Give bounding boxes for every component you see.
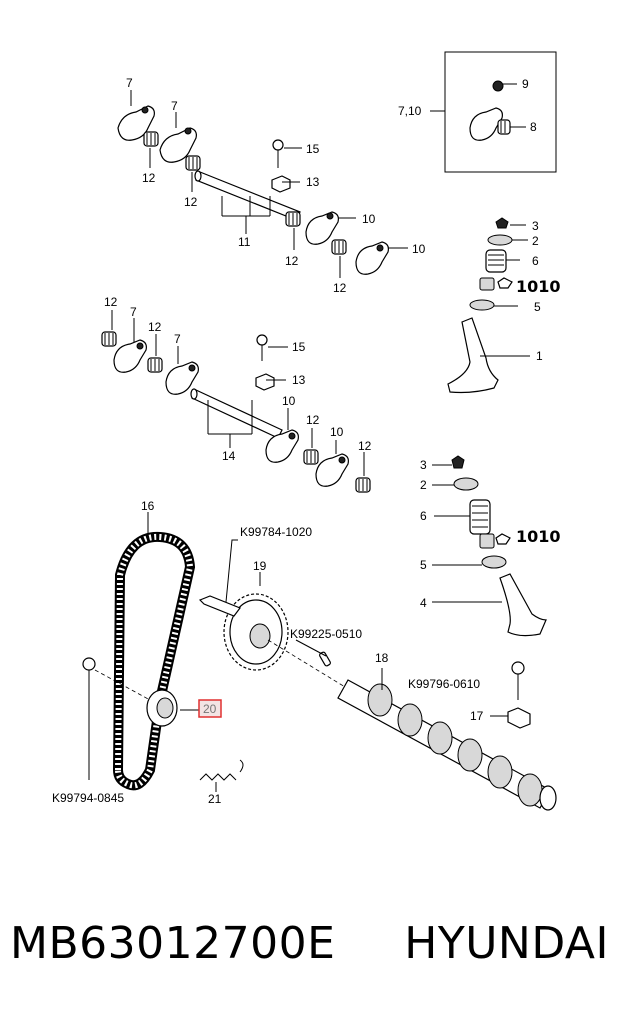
- highlighted-part-callout[interactable]: 20: [198, 699, 222, 718]
- callout-10: 10: [412, 242, 426, 256]
- callout-20: 20: [203, 702, 217, 716]
- callout-21: 21: [208, 792, 222, 806]
- callout-5: 5: [534, 300, 541, 314]
- callout-7-10: 7,10: [398, 104, 422, 118]
- callout-12: 12: [333, 281, 347, 295]
- callout-13: 13: [306, 175, 320, 189]
- upper-valve-assembly: [447, 217, 530, 394]
- callout-1: 1: [536, 349, 543, 363]
- callout-15: 15: [306, 142, 320, 156]
- callout-3: 3: [532, 219, 539, 233]
- callout-5: 5: [420, 558, 427, 572]
- callout-6: 6: [532, 254, 539, 268]
- callout-16: 16: [141, 499, 155, 513]
- callout-10: 10: [330, 425, 344, 439]
- callout-3: 3: [420, 458, 427, 472]
- detail-box: [430, 51, 557, 173]
- callout-10: 10: [282, 394, 296, 408]
- callout-k99796-0610: K99796-0610: [408, 677, 480, 691]
- part-number: MB63012700E: [10, 917, 336, 969]
- lower-rocker-assembly: [101, 310, 371, 493]
- callout-11: 11: [238, 235, 251, 249]
- callout-4: 4: [420, 596, 427, 610]
- lower-valve-assembly: [432, 455, 547, 637]
- callout-2: 2: [420, 478, 427, 492]
- callout-8: 8: [530, 120, 537, 134]
- callout-14: 14: [222, 449, 236, 463]
- callout-7: 7: [126, 76, 133, 90]
- callout-17: 17: [470, 709, 484, 723]
- callout-k99784-1020: K99784-1020: [240, 525, 312, 539]
- callout-12: 12: [285, 254, 299, 268]
- callout-13: 13: [292, 373, 306, 387]
- callout-6: 6: [420, 509, 427, 523]
- callout-10: 10: [362, 212, 376, 226]
- callout-labels: 7 7 12 12 15 13 11 10 10 12 12 7,10 9 8 …: [52, 76, 561, 806]
- callout-12: 12: [184, 195, 198, 209]
- brand-name: HYUNDAI: [404, 917, 609, 969]
- exploded-parts-diagram: 7 7 12 12 15 13 11 10 10 12 12 7,10 9 8 …: [52, 51, 561, 811]
- callout-19: 19: [253, 559, 267, 573]
- callout-k99225-0510: K99225-0510: [290, 627, 362, 641]
- callout-7: 7: [130, 305, 137, 319]
- callout-18: 18: [375, 651, 389, 665]
- callout-12: 12: [306, 413, 320, 427]
- callout-12: 12: [148, 320, 162, 334]
- callout-15: 15: [292, 340, 306, 354]
- caption-bar: MB63012700E HYUNDAI: [0, 908, 621, 978]
- callout-k99794-0845: K99794-0845: [52, 791, 124, 805]
- callout-12: 12: [104, 295, 118, 309]
- callout-2: 2: [532, 234, 539, 248]
- timing-assembly: [82, 512, 557, 811]
- callout-7: 7: [171, 99, 178, 113]
- callout-12: 12: [142, 171, 156, 185]
- upper-rocker-assembly: [117, 90, 408, 278]
- callout-12: 12: [358, 439, 372, 453]
- callout-9: 9: [522, 77, 529, 91]
- callout-1010: 1010: [516, 527, 561, 546]
- callout-1010: 1010: [516, 277, 561, 296]
- callout-7: 7: [174, 332, 181, 346]
